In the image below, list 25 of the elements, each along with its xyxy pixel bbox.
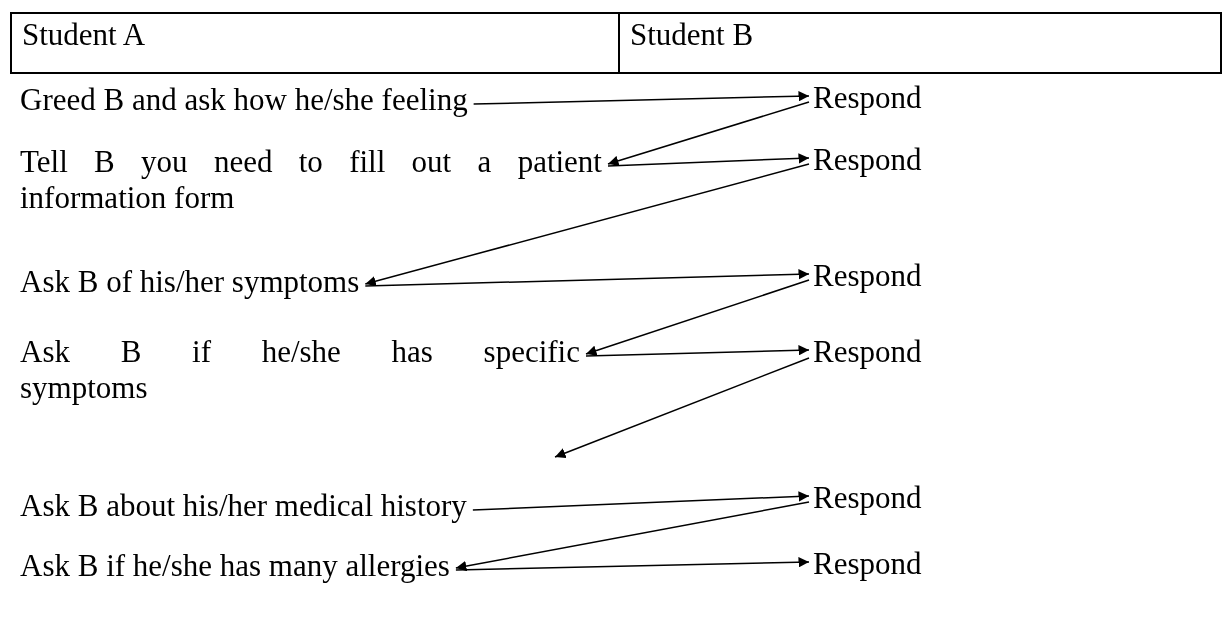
arrow	[455, 501, 810, 572]
response-text: Respond	[813, 80, 922, 116]
arrow	[607, 101, 810, 166]
prompt-text: Ask B if he/she has specific symptoms	[20, 334, 580, 406]
arrow	[364, 269, 810, 287]
table-header-cell: Student B	[618, 12, 1222, 74]
prompt-text: Tell B you need to fill out a patient information form	[20, 144, 602, 216]
prompt-text: Ask B if he/she has many allergies	[20, 548, 450, 584]
arrow	[554, 357, 810, 459]
arrow	[364, 163, 810, 287]
arrow	[585, 345, 810, 357]
table-header-cell: Student A	[10, 12, 620, 74]
prompt-text: Ask B about his/her medical history	[20, 488, 467, 524]
prompt-text: Ask B of his/her symptoms	[20, 264, 360, 300]
response-text: Respond	[813, 334, 922, 370]
response-text: Respond	[813, 480, 922, 516]
arrow	[472, 91, 810, 105]
arrow	[607, 153, 810, 167]
prompt-text: Greed B and ask how he/she feeling	[20, 82, 468, 118]
arrow	[585, 279, 810, 356]
response-text: Respond	[813, 142, 922, 178]
arrow	[472, 491, 810, 511]
response-text: Respond	[813, 258, 922, 294]
arrow	[455, 557, 810, 571]
response-text: Respond	[813, 546, 922, 582]
